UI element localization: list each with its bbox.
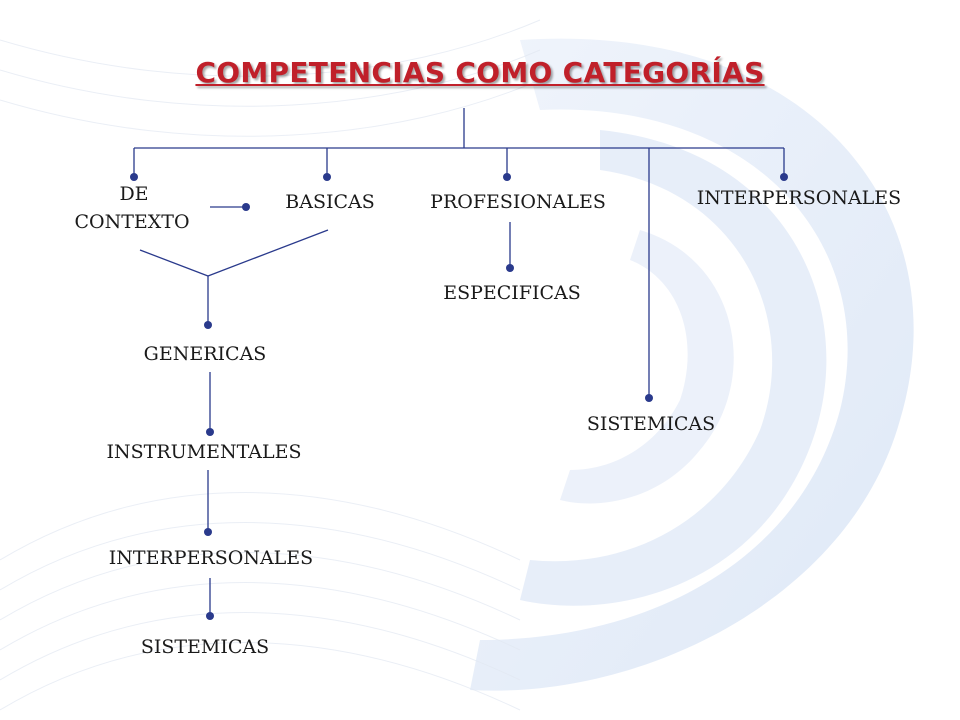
node-instrumentales: INSTRUMENTALES — [106, 441, 302, 463]
node-sistemicas-bottom: SISTEMICAS — [140, 636, 270, 658]
node-especificas: ESPECIFICAS — [443, 282, 581, 304]
slide-title: COMPETENCIAS COMO CATEGORÍAS — [195, 56, 765, 89]
dot-sistemicas-bottom — [206, 612, 214, 620]
dot-interpersonales-bottom — [204, 528, 212, 536]
node-sistemicas-right: SISTEMICAS — [586, 413, 716, 435]
dot-interpersonales-top — [780, 173, 788, 181]
dot-genericas — [204, 321, 212, 329]
dot-basicas-link — [242, 203, 250, 211]
dot-instrumentales — [206, 428, 214, 436]
node-basicas: BASICAS — [285, 191, 375, 213]
dot-sistemicas-right — [645, 394, 653, 402]
node-de-contexto-line1: DE — [119, 183, 149, 205]
dot-profesionales — [503, 173, 511, 181]
node-interpersonales-top: INTERPERSONALES — [696, 187, 902, 209]
node-genericas: GENERICAS — [143, 343, 267, 365]
node-interpersonales-bottom: INTERPERSONALES — [108, 547, 314, 569]
dot-basicas — [323, 173, 331, 181]
merge-right — [207, 229, 329, 277]
dot-especificas — [506, 264, 514, 272]
dot-de-contexto — [130, 173, 138, 181]
node-de-contexto-line2: CONTEXTO — [74, 211, 190, 233]
node-profesionales: PROFESIONALES — [430, 191, 606, 213]
merge-left — [139, 249, 209, 277]
